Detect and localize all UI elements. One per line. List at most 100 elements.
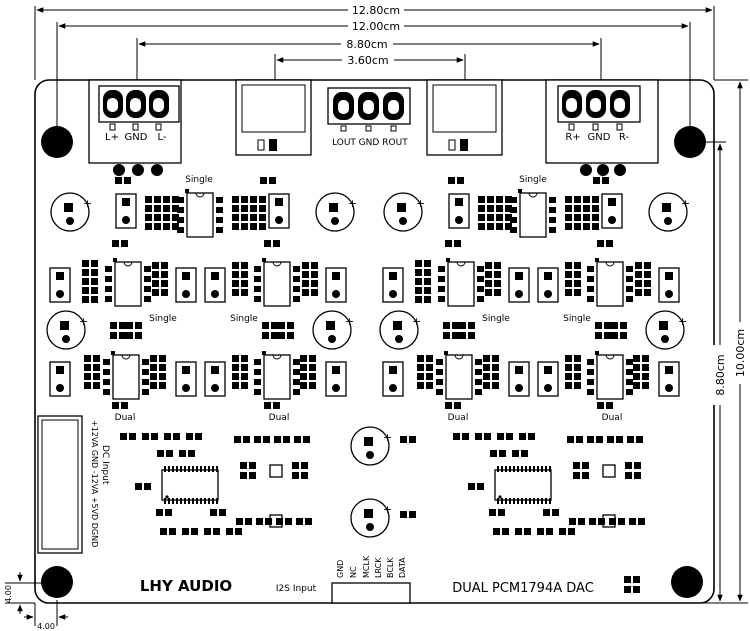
pin-pad (275, 216, 283, 224)
smd-pad (634, 472, 641, 479)
smd-pad (477, 483, 484, 490)
dac-pin (172, 466, 174, 472)
smd-pad (82, 260, 89, 267)
smd-pad (574, 280, 581, 287)
smd-pad (84, 364, 91, 371)
dac-pin (529, 466, 531, 472)
smd-pad (250, 196, 257, 203)
smd-pad (602, 177, 609, 184)
cap-polarity-band (649, 340, 681, 350)
smd-pad (309, 355, 316, 362)
smd-pad (84, 382, 91, 389)
smd-pad (487, 196, 494, 203)
smd-pad (240, 472, 247, 479)
smd-pad (424, 278, 431, 285)
op-amp-socket (114, 261, 142, 307)
smd-pad (294, 436, 301, 443)
dip-pin (254, 359, 261, 365)
smd-pad (241, 223, 248, 230)
smd-pad (182, 528, 189, 535)
smd-pad (604, 322, 611, 329)
smd-pad (241, 289, 248, 296)
cap-pad (399, 217, 407, 225)
dip-pin (626, 379, 633, 385)
smd-pad (629, 518, 636, 525)
smd-pad (565, 262, 572, 269)
film-cap (658, 361, 680, 397)
smd-pad (259, 196, 266, 203)
dac-pin (192, 466, 194, 472)
smd-pad (552, 509, 559, 516)
pin1-mark (185, 189, 189, 193)
plus-marker: + (79, 315, 88, 328)
smd-pad (124, 177, 131, 184)
smd-pad (154, 214, 161, 221)
smd-pad (487, 223, 494, 230)
pin-pad (608, 216, 616, 224)
smd-pad (309, 373, 316, 380)
pin-pad (56, 290, 64, 298)
smd-pad (583, 205, 590, 212)
dip-pin (626, 266, 633, 272)
smd-pad (164, 433, 171, 440)
smd-pad (574, 271, 581, 278)
pin1-mark (262, 351, 266, 355)
smd-pad (163, 196, 170, 203)
smd-pad (415, 287, 422, 294)
smd-pad (618, 518, 625, 525)
smd-pad (278, 332, 285, 339)
smd-pad (232, 280, 239, 287)
smd-pad (311, 280, 318, 287)
smd-pad (592, 214, 599, 221)
smd-pad (583, 196, 590, 203)
smd-pad (609, 518, 616, 525)
smd-pad (565, 196, 572, 203)
smd-pad (565, 280, 572, 287)
smd-pad (409, 436, 416, 443)
smd-pad (543, 509, 550, 516)
dim-corner-y: 4.00 (4, 585, 13, 603)
film-cap (448, 193, 470, 229)
cap-pad (366, 523, 374, 531)
cap-pad (326, 321, 335, 330)
dip-pin (438, 266, 445, 272)
smd-pad (492, 355, 499, 362)
smd-pad (144, 483, 151, 490)
smd-pad (243, 436, 250, 443)
dip-pin (293, 389, 300, 395)
smd-pad (271, 322, 278, 329)
dac-pin (541, 498, 543, 504)
smd-pad (567, 436, 574, 443)
smd-pad (232, 223, 239, 230)
smd-pad (142, 433, 149, 440)
dip-pin (103, 359, 110, 365)
label-dual-2: Dual (269, 413, 290, 423)
dac-pin (525, 466, 527, 472)
smd-pad (452, 322, 459, 329)
smd-pad (502, 528, 509, 535)
smd-pad (241, 382, 248, 389)
smd-pad (285, 518, 292, 525)
smd-pad (443, 322, 450, 329)
dip-pin (103, 389, 110, 395)
smd-pad (644, 289, 651, 296)
smd-pad (595, 332, 602, 339)
i2s-title: I2S Input (276, 584, 317, 594)
smd-pad (519, 433, 526, 440)
smd-pad (264, 240, 271, 247)
output-jack-left (235, 79, 312, 156)
smd-pad (583, 223, 590, 230)
dip-pin (254, 266, 261, 272)
smd-pad (305, 518, 312, 525)
smd-pad (126, 332, 133, 339)
pin-pad (544, 272, 552, 280)
pin-pad (389, 384, 397, 392)
dim-overall-width: 12.80cm (352, 4, 400, 17)
smd-pad (135, 483, 142, 490)
dac-pin (517, 498, 519, 504)
dip-pin (436, 379, 443, 385)
smd-pad (492, 373, 499, 380)
smd-pad (587, 436, 594, 443)
smd-pad (574, 196, 581, 203)
